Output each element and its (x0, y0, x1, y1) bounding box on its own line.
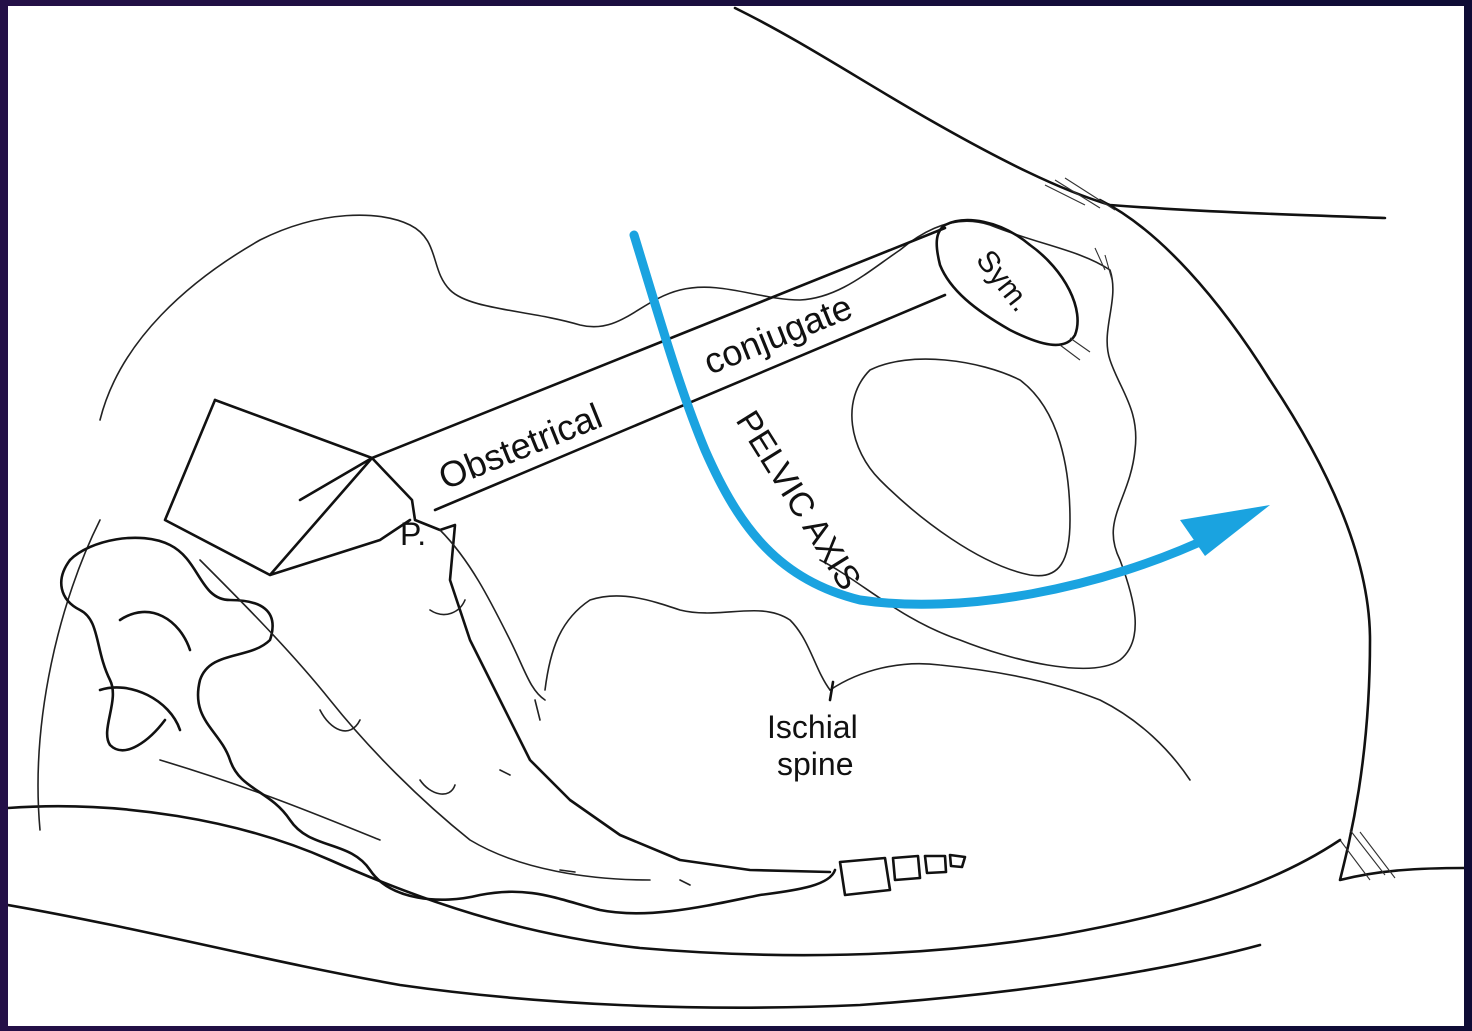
pelvic-wall-posterior (440, 530, 545, 720)
abdomen-outline (735, 8, 1385, 218)
coccyx-segment-2 (893, 856, 920, 880)
sciatic-notch-outline (545, 596, 830, 690)
buttock-outline (1100, 200, 1464, 880)
sacrum-posterior (70, 538, 835, 914)
sacral-canal (200, 560, 650, 880)
sym-label: Sym. (969, 244, 1037, 318)
ischial-spine-pointer (830, 682, 833, 700)
lower-thigh-outline (8, 905, 1260, 1008)
p-label: P. (400, 516, 426, 552)
lumbar-vertebra (215, 400, 830, 872)
obstetrical-label: Obstetrical (433, 395, 608, 497)
pelvic-axis-curve (634, 235, 1215, 604)
pelvic-axis-label: PELVIC AXIS (728, 404, 868, 597)
conjugate-upper-line (372, 228, 945, 458)
ischium-outline (830, 664, 1190, 780)
obturator-foramen (852, 359, 1070, 576)
ischial-label: Ischial (767, 709, 858, 745)
coccyx-segment-1 (840, 858, 890, 895)
coccyx-segment-4 (950, 855, 965, 867)
spine-label: spine (777, 746, 854, 782)
sacrum-segments (61, 560, 190, 750)
conjugate-label: conjugate (698, 286, 858, 383)
thigh-outline (8, 806, 1340, 955)
coccyx-segment-3 (925, 856, 946, 873)
